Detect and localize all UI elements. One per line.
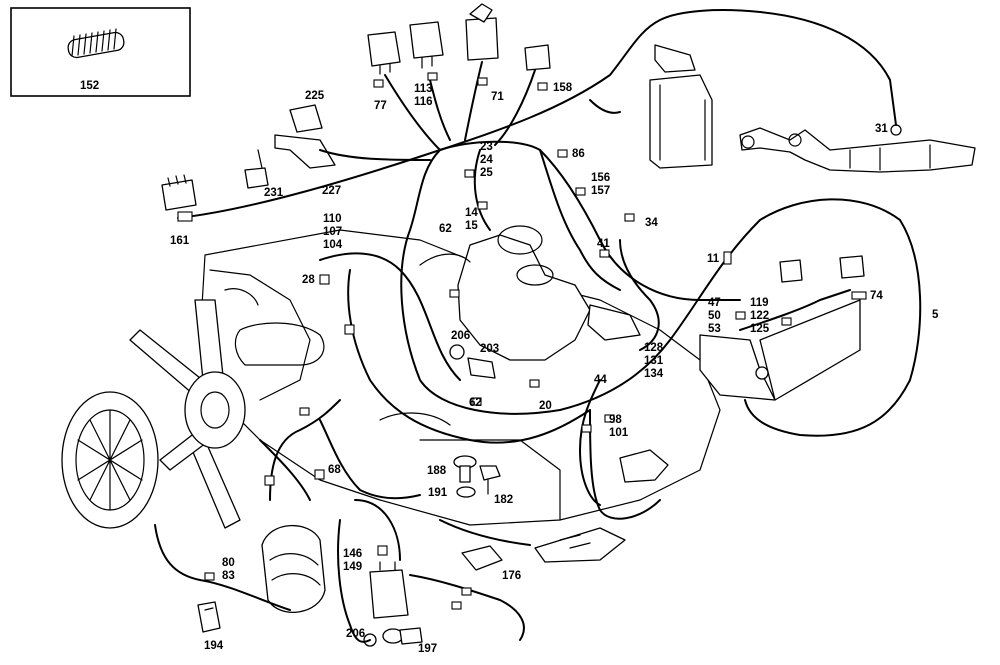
callout-31: 31 — [875, 123, 888, 135]
callout-11: 11 — [707, 253, 720, 265]
callout-206-center: 206 — [451, 330, 470, 342]
callout-50: 50 — [708, 310, 721, 322]
spring-part-152 — [67, 28, 125, 59]
callout-156: 156 — [591, 172, 610, 184]
callout-101: 101 — [609, 427, 629, 439]
callout-53: 53 — [708, 323, 721, 335]
callout-158: 158 — [553, 82, 573, 94]
callout-152: 152 — [80, 80, 99, 92]
callout-24: 24 — [480, 154, 493, 166]
connector-tags — [177, 72, 867, 610]
callout-86: 86 — [572, 148, 585, 160]
sensor-98 — [619, 449, 669, 483]
callout-44: 44 — [594, 374, 607, 386]
callout-203: 203 — [480, 343, 499, 355]
callout-5: 5 — [932, 309, 939, 321]
intake-assembly — [419, 225, 641, 361]
relay-113 — [409, 21, 444, 69]
relay-77 — [367, 31, 401, 75]
bolt-197 — [363, 627, 423, 647]
callout-134: 134 — [644, 368, 664, 380]
relay-119 — [699, 255, 865, 401]
callout-182: 182 — [494, 494, 513, 506]
callout-62-top: 62 — [439, 223, 452, 235]
callout-107: 107 — [323, 226, 342, 238]
callout-47: 47 — [708, 297, 721, 309]
starter-motor — [261, 524, 326, 613]
bracket-194 — [197, 601, 221, 633]
oil-pan-sensor — [534, 527, 626, 563]
callout-122: 122 — [750, 310, 769, 322]
callout-227: 227 — [322, 185, 341, 197]
callout-15: 15 — [465, 220, 478, 232]
washer-191 — [456, 486, 476, 498]
callout-191: 191 — [428, 487, 448, 499]
callout-161: 161 — [170, 235, 190, 247]
relay-71 — [465, 3, 499, 61]
callout-77: 77 — [374, 100, 387, 112]
callout-34: 34 — [645, 217, 658, 229]
callout-14: 14 — [465, 207, 478, 219]
callout-197: 197 — [418, 643, 437, 655]
connector-161 — [161, 174, 197, 211]
callout-20: 20 — [539, 400, 552, 412]
callout-146: 146 — [343, 548, 362, 560]
callout-98: 98 — [609, 414, 622, 426]
control-unit — [649, 44, 713, 169]
callout-128: 128 — [644, 342, 664, 354]
bolt-188 — [453, 455, 477, 483]
callout-41: 41 — [597, 238, 610, 250]
callout-119: 119 — [750, 297, 769, 309]
callout-149: 149 — [343, 561, 362, 573]
callout-68: 68 — [328, 464, 341, 476]
callout-131: 131 — [644, 355, 664, 367]
callout-104: 104 — [323, 239, 343, 251]
callout-25: 25 — [480, 167, 493, 179]
sensor-146 — [369, 561, 409, 619]
callout-157: 157 — [591, 185, 610, 197]
callout-194: 194 — [204, 640, 224, 652]
inset-box-152 — [10, 7, 191, 97]
callout-83: 83 — [222, 570, 235, 582]
wiring-harness — [154, 9, 922, 643]
lambda-sensor-31 — [890, 124, 902, 136]
callout-80: 80 — [222, 557, 235, 569]
exhaust-pipe — [739, 127, 976, 173]
callout-176: 176 — [502, 570, 521, 582]
relay-158 — [524, 44, 551, 71]
callout-28: 28 — [302, 274, 315, 286]
callout-113: 113 — [414, 83, 433, 95]
callout-188: 188 — [427, 465, 447, 477]
callout-labels: 152 225 77 113 116 71 158 31 23 24 25 86… — [80, 80, 939, 655]
component-225 — [244, 104, 336, 189]
callout-74: 74 — [870, 290, 883, 302]
callout-110: 110 — [323, 213, 342, 225]
cooling-fan — [61, 299, 246, 529]
callout-231: 231 — [264, 187, 284, 199]
sensor-203 — [449, 344, 496, 379]
callout-225: 225 — [305, 90, 325, 102]
component-176 — [461, 545, 503, 571]
bolt-182 — [479, 465, 501, 495]
callout-116: 116 — [414, 96, 433, 108]
callout-125: 125 — [750, 323, 770, 335]
callout-23: 23 — [480, 141, 493, 153]
callout-71: 71 — [491, 91, 504, 103]
callout-62-bottom: 62 — [469, 397, 482, 409]
callout-206-bottom: 206 — [346, 628, 365, 640]
